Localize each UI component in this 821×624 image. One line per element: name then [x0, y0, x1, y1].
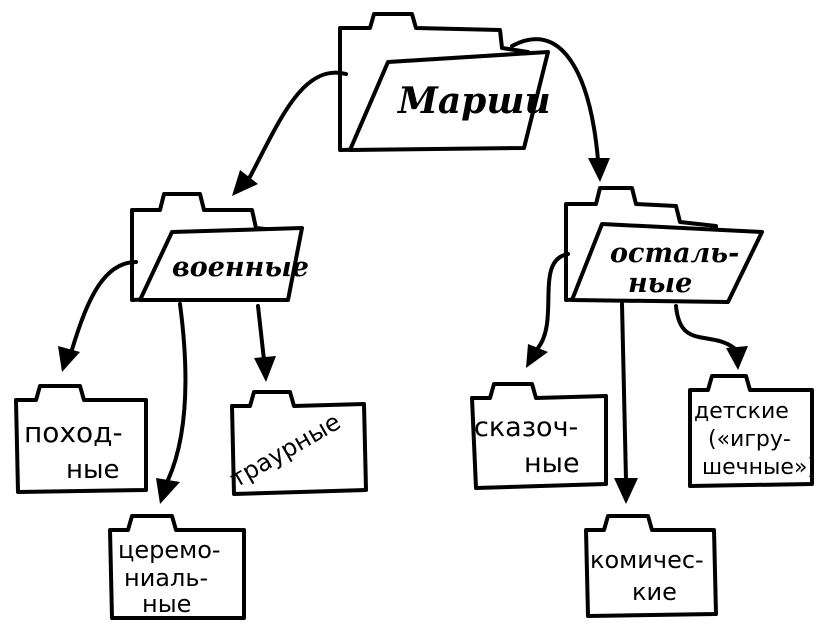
arrow-other-to-fairytale [526, 252, 570, 368]
folder-children-label-line3: шечные») [702, 455, 816, 480]
folder-other-label-line1: осталь- [610, 238, 739, 269]
folder-other-label-line2: ные [628, 268, 692, 299]
folder-ceremonial-label-line3: ные [142, 590, 191, 618]
folder-comic: комичес- кие [584, 514, 718, 618]
folder-fairytale-label-line1: сказоч- [474, 412, 578, 443]
arrow-military-to-ceremonial [156, 302, 188, 504]
folder-other: осталь- ные [564, 186, 764, 304]
folder-marching-label-line2: ные [66, 455, 120, 485]
arrow-other-to-comic [614, 302, 638, 504]
arrow-root-to-military [232, 70, 348, 196]
folder-fairytale: сказоч- ные [470, 382, 608, 490]
arrow-military-to-marching [58, 260, 138, 372]
folder-children-label-line1: детские [694, 399, 789, 424]
folder-ceremonial: церемо- ниаль- ные [108, 514, 246, 620]
folder-root: Марши [338, 12, 551, 152]
folder-children: детские («игру- шечные») [688, 374, 816, 488]
folder-military-label: военные [172, 252, 309, 283]
folder-military: военные [130, 192, 309, 302]
arrow-root-to-other [510, 37, 610, 182]
folder-ceremonial-label-line1: церемо- [118, 536, 221, 564]
folder-fairytale-label-line2: ные [524, 448, 580, 479]
folder-funeral: траурные [225, 390, 368, 496]
folder-ceremonial-label-line2: ниаль- [124, 564, 208, 592]
folder-comic-label-line1: комичес- [590, 546, 704, 574]
folder-marching-label-line1: поход- [24, 416, 123, 449]
arrow-military-to-funeral [254, 304, 276, 382]
folder-comic-label-line2: кие [632, 578, 677, 606]
folder-children-label-line2: («игру- [708, 427, 791, 452]
folder-marching: поход- ные [14, 384, 148, 494]
arrow-other-to-children [674, 304, 748, 370]
folder-root-label: Марши [396, 80, 551, 122]
